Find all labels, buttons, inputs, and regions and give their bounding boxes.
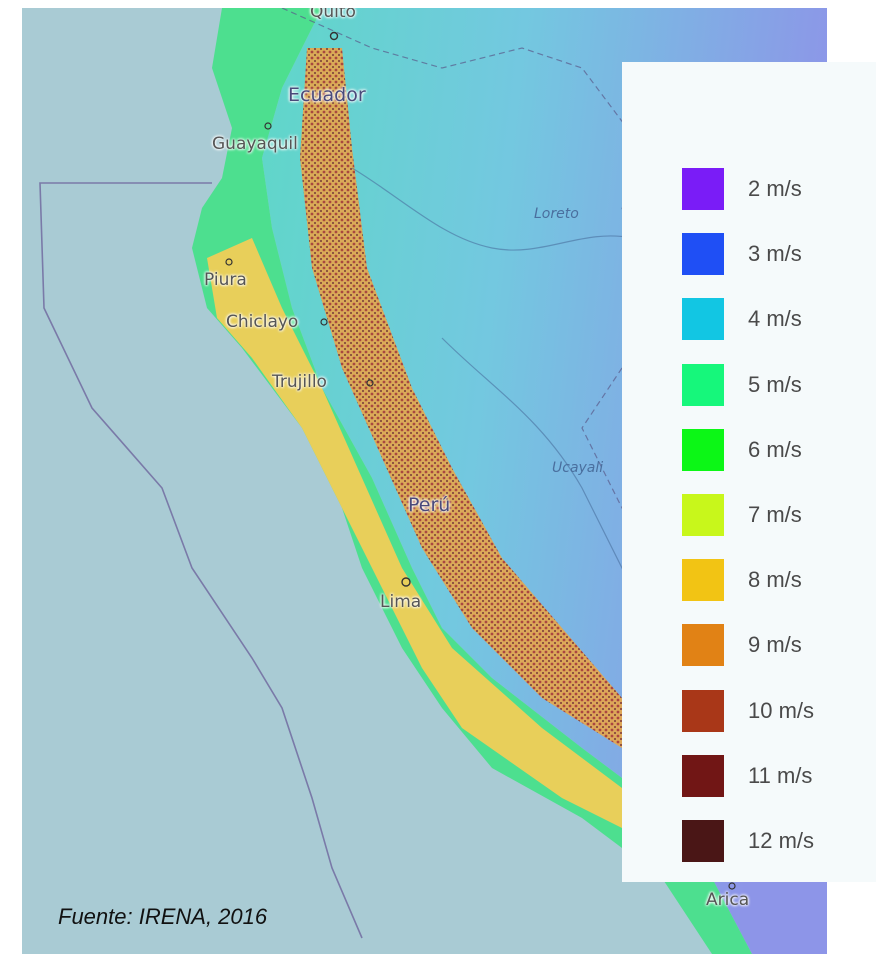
legend-item: 11 m/s	[682, 754, 813, 797]
city-marker-piura	[225, 258, 233, 266]
label-trujillo: Trujillo	[272, 372, 327, 392]
legend-item: 7 m/s	[682, 494, 802, 536]
city-marker-lima	[401, 577, 411, 587]
legend-item: 3 m/s	[682, 233, 802, 276]
label-chiclayo: Chiclayo	[226, 312, 299, 332]
legend-item: 2 m/s	[682, 168, 802, 210]
legend-swatch	[682, 820, 724, 862]
legend-label: 10 m/s	[748, 697, 815, 723]
legend-label: 8 m/s	[748, 567, 802, 593]
legend-label: 12 m/s	[748, 828, 815, 853]
label-lima: Lima	[380, 592, 422, 612]
legend-swatch	[682, 559, 724, 602]
legend-swatch	[682, 624, 724, 667]
legend-label: 6 m/s	[748, 436, 802, 462]
label-guayaquil: Guayaquil	[212, 134, 298, 154]
legend-swatch	[682, 168, 724, 210]
legend-label: 4 m/s	[748, 306, 802, 332]
source-caption: Fuente: IRENA, 2016	[58, 904, 268, 929]
andes-high-wind	[300, 48, 622, 748]
label-loreto: Loreto	[534, 206, 579, 222]
river	[351, 167, 633, 251]
city-marker-guayaquil	[264, 122, 272, 130]
legend-item: 10 m/s	[682, 689, 815, 732]
legend-swatch	[682, 233, 724, 276]
city-marker-chiclayo	[320, 318, 328, 326]
legend-item: 9 m/s	[682, 624, 802, 667]
legend-swatch	[682, 494, 724, 536]
wind-speed-legend: 2 m/s 3 m/s 4 m/s 5 m/s 6 m/s 7 m/s 8 m/s 9 m/s…	[622, 62, 876, 882]
label-quito: Quito	[310, 8, 356, 22]
label-peru: Perú	[408, 494, 451, 516]
label-piura: Piura	[204, 270, 247, 290]
legend-label: 5 m/s	[748, 371, 802, 397]
legend-label: 7 m/s	[748, 502, 802, 527]
legend-item: 6 m/s	[682, 428, 802, 471]
city-marker-quito	[329, 31, 339, 41]
legend-item: 12 m/s	[682, 820, 814, 862]
legend-swatch	[682, 363, 724, 406]
city-marker-trujillo	[366, 379, 374, 387]
legend-item: 4 m/s	[682, 298, 802, 341]
label-ecuador: Ecuador	[288, 84, 366, 106]
city-marker-arica	[728, 882, 736, 890]
label-arica: Arica	[706, 890, 750, 910]
river	[441, 337, 643, 609]
legend-label: 3 m/s	[748, 241, 802, 267]
legend-label: 11 m/s	[748, 762, 813, 788]
legend-swatch	[682, 428, 724, 471]
legend-label: 9 m/s	[748, 632, 802, 658]
legend-label: 2 m/s	[748, 176, 802, 201]
coastal-desert	[207, 238, 642, 838]
legend-swatch	[682, 689, 724, 732]
legend-swatch	[682, 754, 724, 797]
maritime-border	[39, 182, 363, 939]
legend-item: 5 m/s	[682, 363, 802, 406]
label-ucayali: Ucayali	[552, 460, 604, 476]
legend-swatch	[682, 298, 724, 341]
legend-item: 8 m/s	[682, 559, 802, 602]
